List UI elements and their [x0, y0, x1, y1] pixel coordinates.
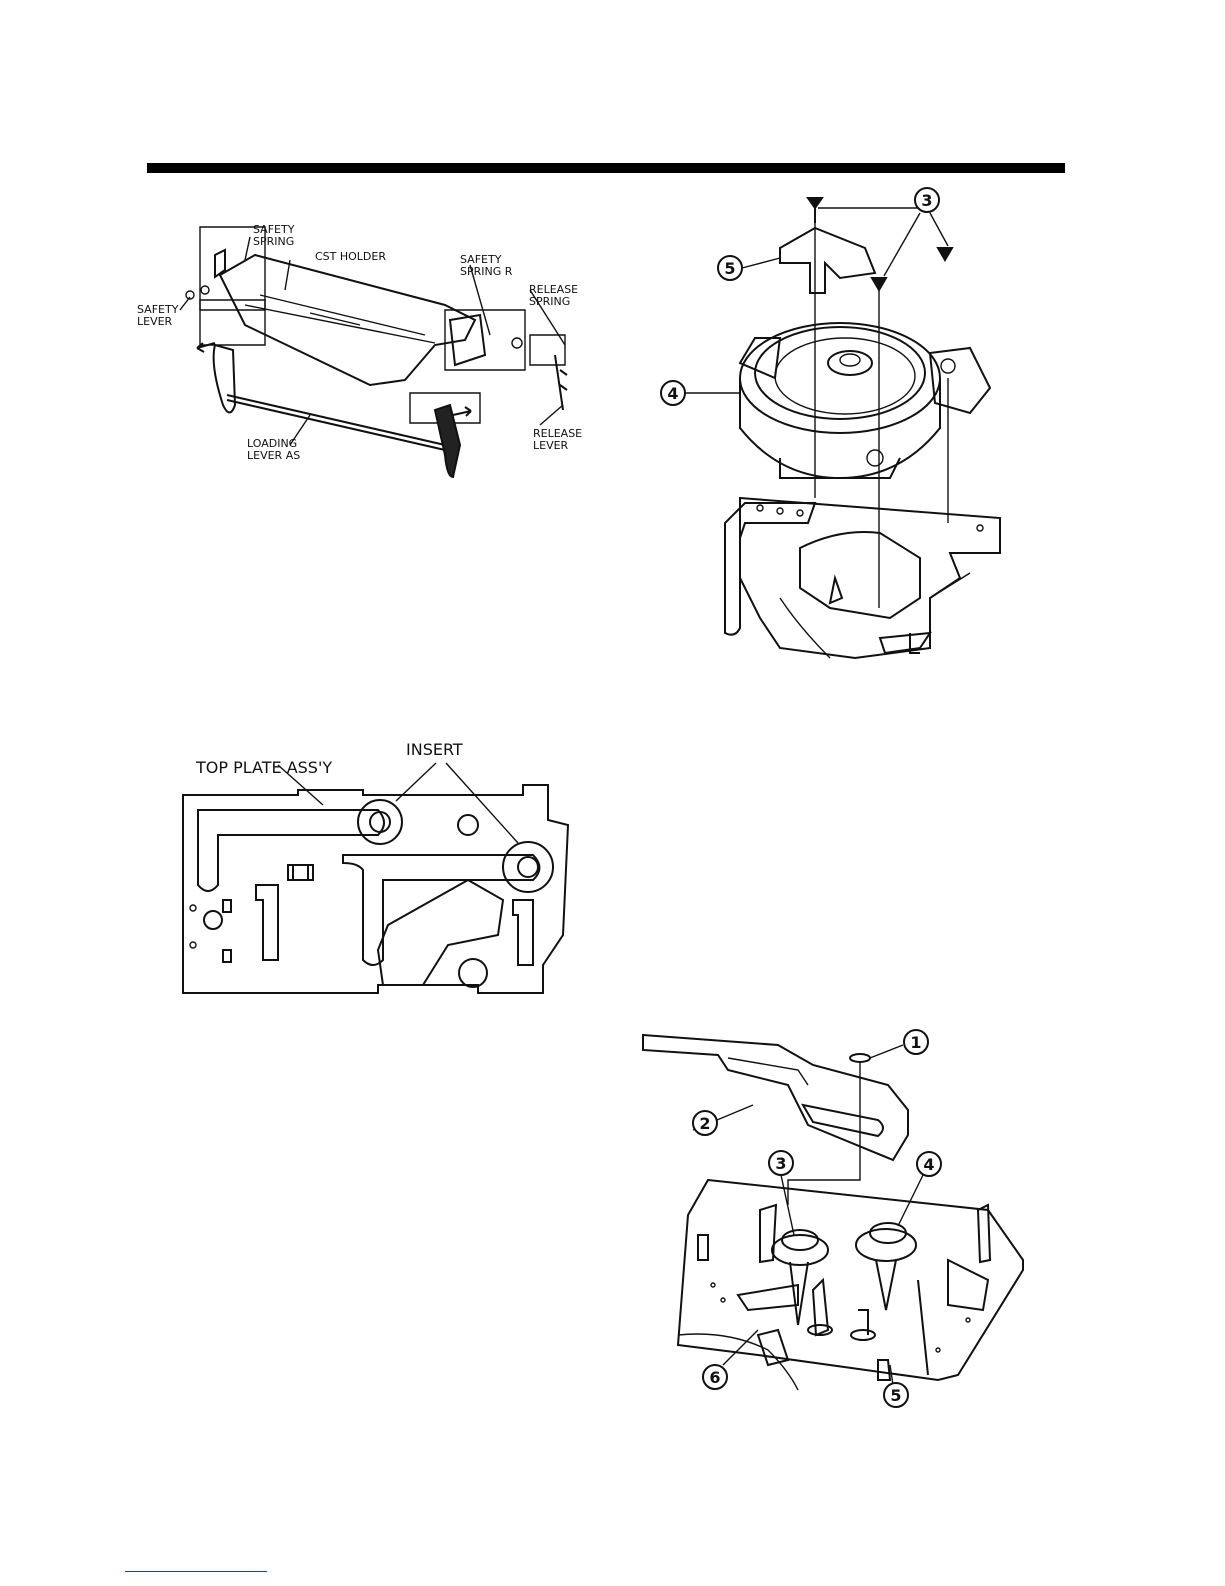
callout-4-text: 4	[667, 384, 678, 403]
callout-4: 4	[661, 381, 685, 405]
callout-2-text: 2	[699, 1114, 710, 1133]
cst-holder-label: CST HOLDER	[315, 250, 386, 263]
callout-3: 3	[915, 188, 939, 212]
callout-6-text: 6	[709, 1368, 720, 1387]
release-spring-label-2: SPRING	[529, 295, 570, 308]
callout-5-text: 5	[890, 1386, 901, 1405]
callout-1: 1	[904, 1030, 928, 1054]
footer-link-underline[interactable]	[125, 1571, 267, 1586]
insert-label: INSERT	[406, 740, 463, 759]
callout-5-text: 5	[724, 259, 735, 278]
callout-2: 2	[693, 1111, 717, 1135]
loading-lever-label-2: LEVER AS	[247, 449, 300, 462]
callout-3-text: 3	[775, 1154, 786, 1173]
callout-6: 6	[703, 1365, 727, 1389]
safety-spring-label-2: SPRING	[253, 235, 294, 248]
cst-holder-diagram: SAFETY SPRING CST HOLDER SAFETY SPRING R…	[135, 215, 595, 490]
callout-1-text: 1	[910, 1033, 921, 1052]
safety-spring-r-label-2: SPRING R	[460, 265, 513, 278]
release-lever-label-2: LEVER	[533, 439, 569, 452]
top-plate-diagram: TOP PLATE ASS'Y INSERT	[178, 735, 578, 997]
callout-4: 4	[917, 1152, 941, 1176]
callout-3: 3	[769, 1151, 793, 1175]
callout-5: 5	[718, 256, 742, 280]
gear-assembly-diagram: 1 2 3 4 6 5	[638, 1030, 1033, 1410]
top-plate-label: TOP PLATE ASS'Y	[195, 758, 332, 777]
callout-5: 5	[884, 1383, 908, 1407]
header-rule	[147, 163, 1065, 173]
safety-lever-label-2: LEVER	[137, 315, 173, 328]
callout-4-text: 4	[923, 1155, 934, 1174]
drum-assembly-diagram: 3 5 4	[630, 178, 1010, 673]
callout-3-text: 3	[921, 191, 932, 210]
